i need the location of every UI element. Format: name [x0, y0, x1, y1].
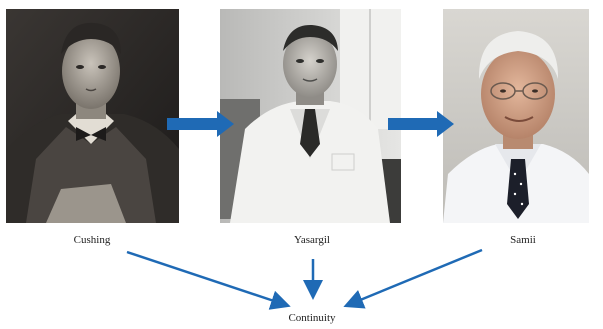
- arrow-cushing-to-yasargil: [167, 111, 234, 137]
- arrow-yasargil-to-samii: [388, 111, 454, 137]
- samii-portrait: [443, 9, 589, 223]
- label-samii: Samii: [510, 234, 536, 246]
- arrow-cushing-to-continuity: [126, 250, 291, 310]
- label-continuity: Continuity: [288, 312, 336, 324]
- yasargil-portrait: [220, 9, 401, 223]
- cushing-portrait: [6, 9, 179, 223]
- arrow-samii-to-continuity: [343, 248, 483, 309]
- label-yasargil: Yasargil: [294, 234, 330, 246]
- label-cushing: Cushing: [73, 234, 111, 246]
